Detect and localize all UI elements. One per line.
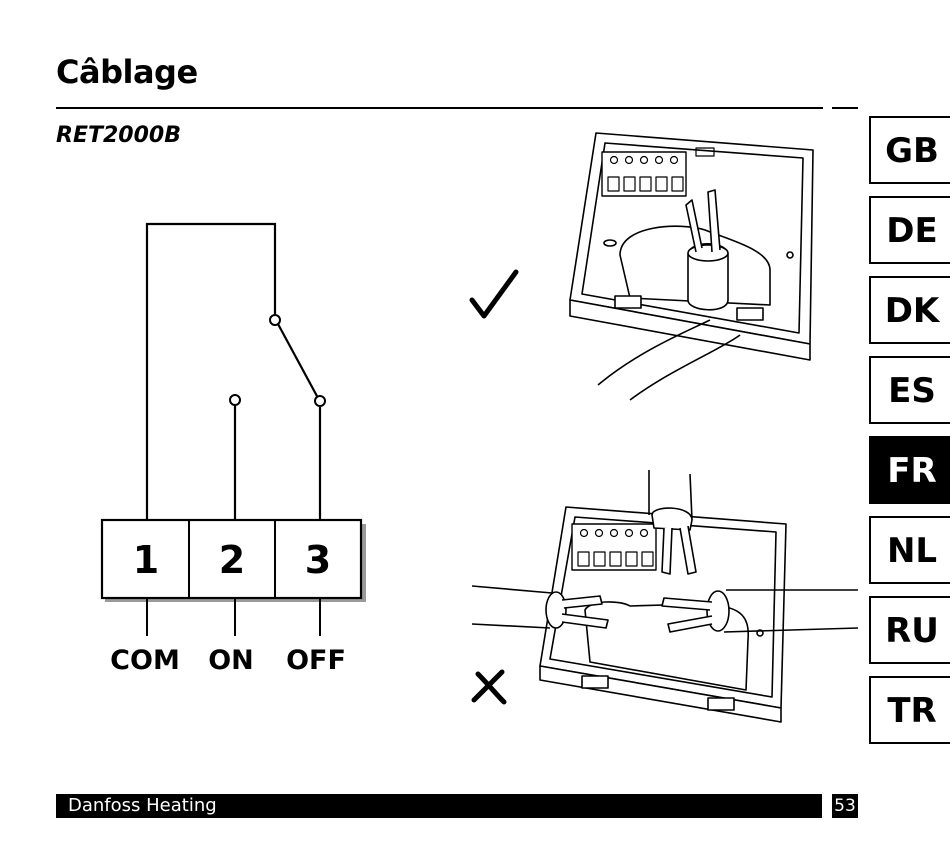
language-tab-dk[interactable]: DK [869, 276, 950, 344]
cross-icon [471, 669, 507, 705]
language-tab-ru[interactable]: RU [869, 596, 950, 664]
switch-pivot-contact [269, 314, 281, 326]
language-tab-fr[interactable]: FR [869, 436, 950, 504]
language-tab-tr[interactable]: TR [869, 676, 950, 744]
terminal-block: 1 2 3 COM ON OFF [100, 518, 366, 676]
terminal-block-body [100, 518, 363, 600]
language-tab-de[interactable]: DE [869, 196, 950, 264]
switch-lever [277, 323, 319, 399]
off-contact [314, 395, 326, 407]
language-tab-es[interactable]: ES [869, 356, 950, 424]
terminal-label-off: OFF [286, 645, 346, 676]
terminal-number-3: 3 [305, 538, 331, 582]
checkmark-icon [469, 269, 519, 319]
on-contact [229, 394, 241, 406]
terminal-label-com: COM [110, 645, 180, 676]
footer-brand: Danfoss Heating [56, 794, 822, 818]
incorrect-installation-illustration [471, 470, 859, 723]
terminal-label-on: ON [208, 645, 254, 676]
page-title: Câblage [56, 53, 198, 91]
common-wire [145, 222, 277, 520]
wiring-diagram: 1 2 3 COM ON OFF [100, 132, 859, 723]
switch-schematic [145, 222, 326, 520]
language-tabs: GB DE DK ES FR NL RU TR [869, 116, 950, 756]
title-divider-short [832, 107, 858, 109]
model-name: RET2000B [56, 123, 181, 148]
terminal-number-2: 2 [219, 538, 245, 582]
correct-installation-illustration [569, 132, 814, 401]
page-number: 53 [832, 794, 858, 818]
title-divider [56, 107, 823, 109]
terminal-number-1: 1 [133, 538, 159, 582]
language-tab-gb[interactable]: GB [869, 116, 950, 184]
language-tab-nl[interactable]: NL [869, 516, 950, 584]
